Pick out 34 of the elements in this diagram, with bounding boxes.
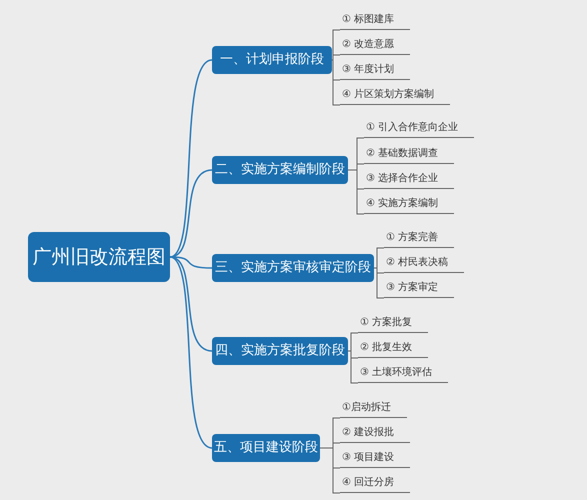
sub-step-label: ① 方案完善 [384,230,454,248]
bracket-line [320,448,340,494]
bracket-line [374,248,384,268]
sub-step-label: ② 批复生效 [358,340,428,358]
sub-step-label: ① 方案批复 [358,315,428,333]
sub-step-label: ③ 选择合作企业 [364,171,454,189]
sub-step-label: ④ 片区策划方案编制 [340,87,450,105]
bracket-line [374,268,384,298]
branch-curve [170,59,212,258]
root-topic-box: 广州旧改流程图 [28,232,170,282]
sub-step-label: ② 村民表决稿 [384,255,464,273]
sub-step-label: ① 标图建库 [340,12,410,30]
sub-step-label: ② 建设报批 [340,425,410,443]
bracket-line [348,332,358,352]
bracket-line [348,350,358,384]
sub-step-label: ② 基础数据调查 [364,146,454,164]
sub-step-label: ③ 土壤环境评估 [358,365,448,383]
sub-step-label: ③ 年度计划 [340,62,410,80]
sub-step-label: ④ 实施方案编制 [364,196,454,214]
sub-step-label: ③ 项目建设 [340,450,410,468]
branch-curve [170,256,212,352]
stage-box: 一、计划申报阶段 [212,46,332,74]
stage-box: 二、实施方案编制阶段 [212,156,348,184]
sub-step-label: ① 引入合作意向企业 [364,120,474,138]
sub-step-label: ② 改造意愿 [340,37,410,55]
bracket-line [348,170,364,214]
stage-box: 三、实施方案审核审定阶段 [212,254,374,282]
branch-curve [170,169,212,258]
stage-box: 四、实施方案批复阶段 [212,337,348,365]
sub-step-label: ①启动拆迁 [340,400,407,418]
stage-box: 五、项目建设阶段 [212,434,320,462]
sub-step-label: ④ 回迁分房 [340,475,410,493]
sub-step-label: ③ 方案审定 [384,280,454,298]
branch-curve [170,256,212,449]
